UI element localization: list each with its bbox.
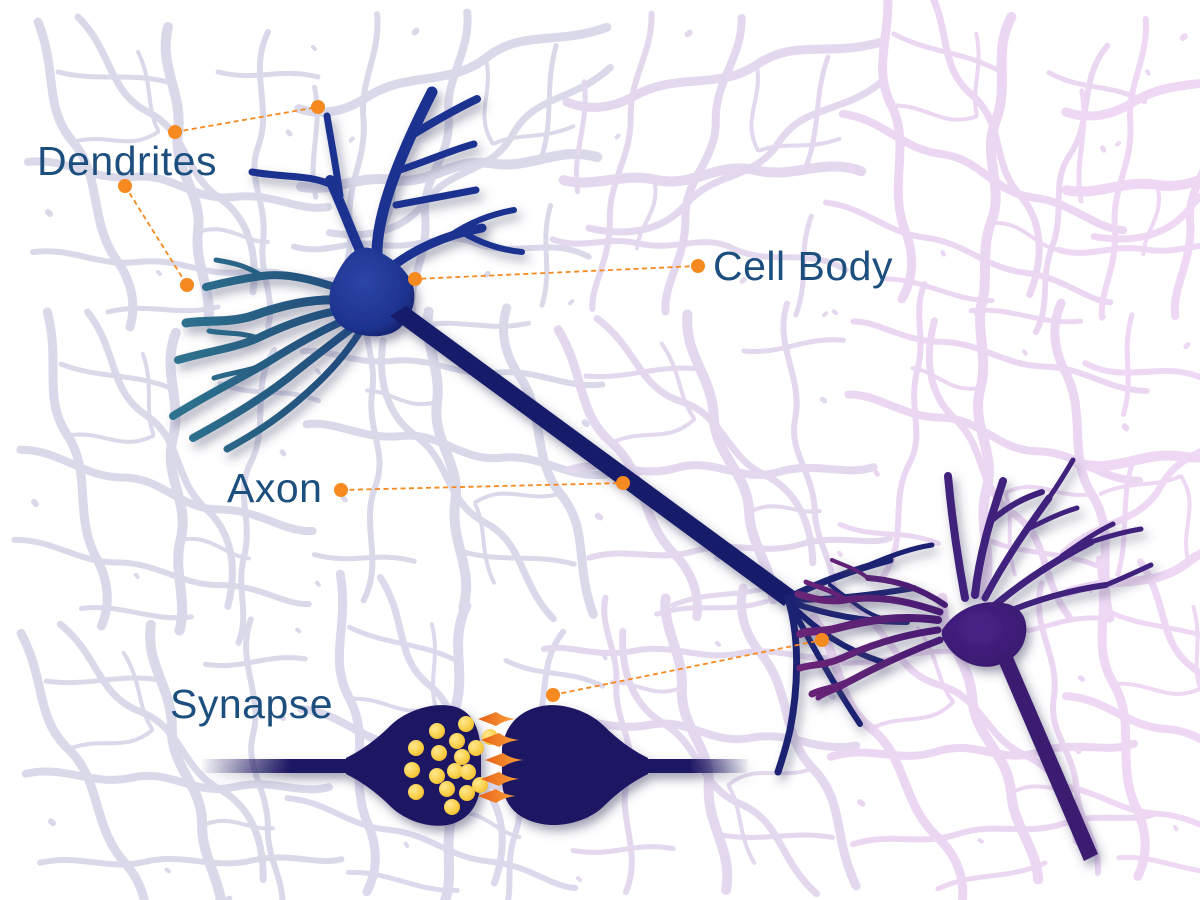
axon-fiber: [390, 306, 796, 606]
basal-dendrites: [169, 257, 364, 453]
cell-body-leader: [414, 265, 699, 280]
synapse-label: Synapse: [170, 681, 334, 727]
dendrites-label: Dendrites: [37, 138, 217, 184]
axon-label: Axon: [227, 465, 323, 511]
dot-dendrites-label-upper: [168, 125, 182, 139]
axon-fiber-2: [996, 650, 1098, 861]
receiving-dendrites: [794, 558, 948, 701]
dendrites-leader-upper: [174, 106, 319, 133]
axon-leader: [340, 482, 624, 491]
presynaptic-neuron: [169, 86, 935, 776]
dot-synapse-target: [815, 633, 829, 647]
cell-body-soma-2: [941, 602, 1027, 667]
postsynaptic-neuron: [794, 457, 1154, 861]
cell-body-label: Cell Body: [713, 243, 893, 289]
neurotransmitter-vesicles: [429, 716, 498, 815]
dendrites-leader-lower: [124, 185, 188, 286]
dot-cell-body-target: [408, 272, 422, 286]
upper-dendrites: [944, 457, 1154, 618]
dot-cell-body-label: [691, 259, 705, 273]
leader-dots: [118, 100, 829, 702]
dot-axon-target: [616, 476, 630, 490]
docked-vesicles: [404, 740, 424, 800]
postsynaptic-terminal-bulb: [502, 705, 648, 826]
dot-dendrites-label-lower: [118, 179, 132, 193]
dot-dendrite-tip-lower: [180, 278, 194, 292]
receptor-icons: [478, 712, 523, 803]
dot-synapse-label: [546, 688, 560, 702]
synapse-closeup: [202, 705, 748, 826]
dot-axon-label: [334, 483, 348, 497]
leader-lines: [124, 106, 823, 696]
dot-dendrite-tip-upper: [311, 100, 325, 114]
synapse-leader: [552, 639, 823, 696]
